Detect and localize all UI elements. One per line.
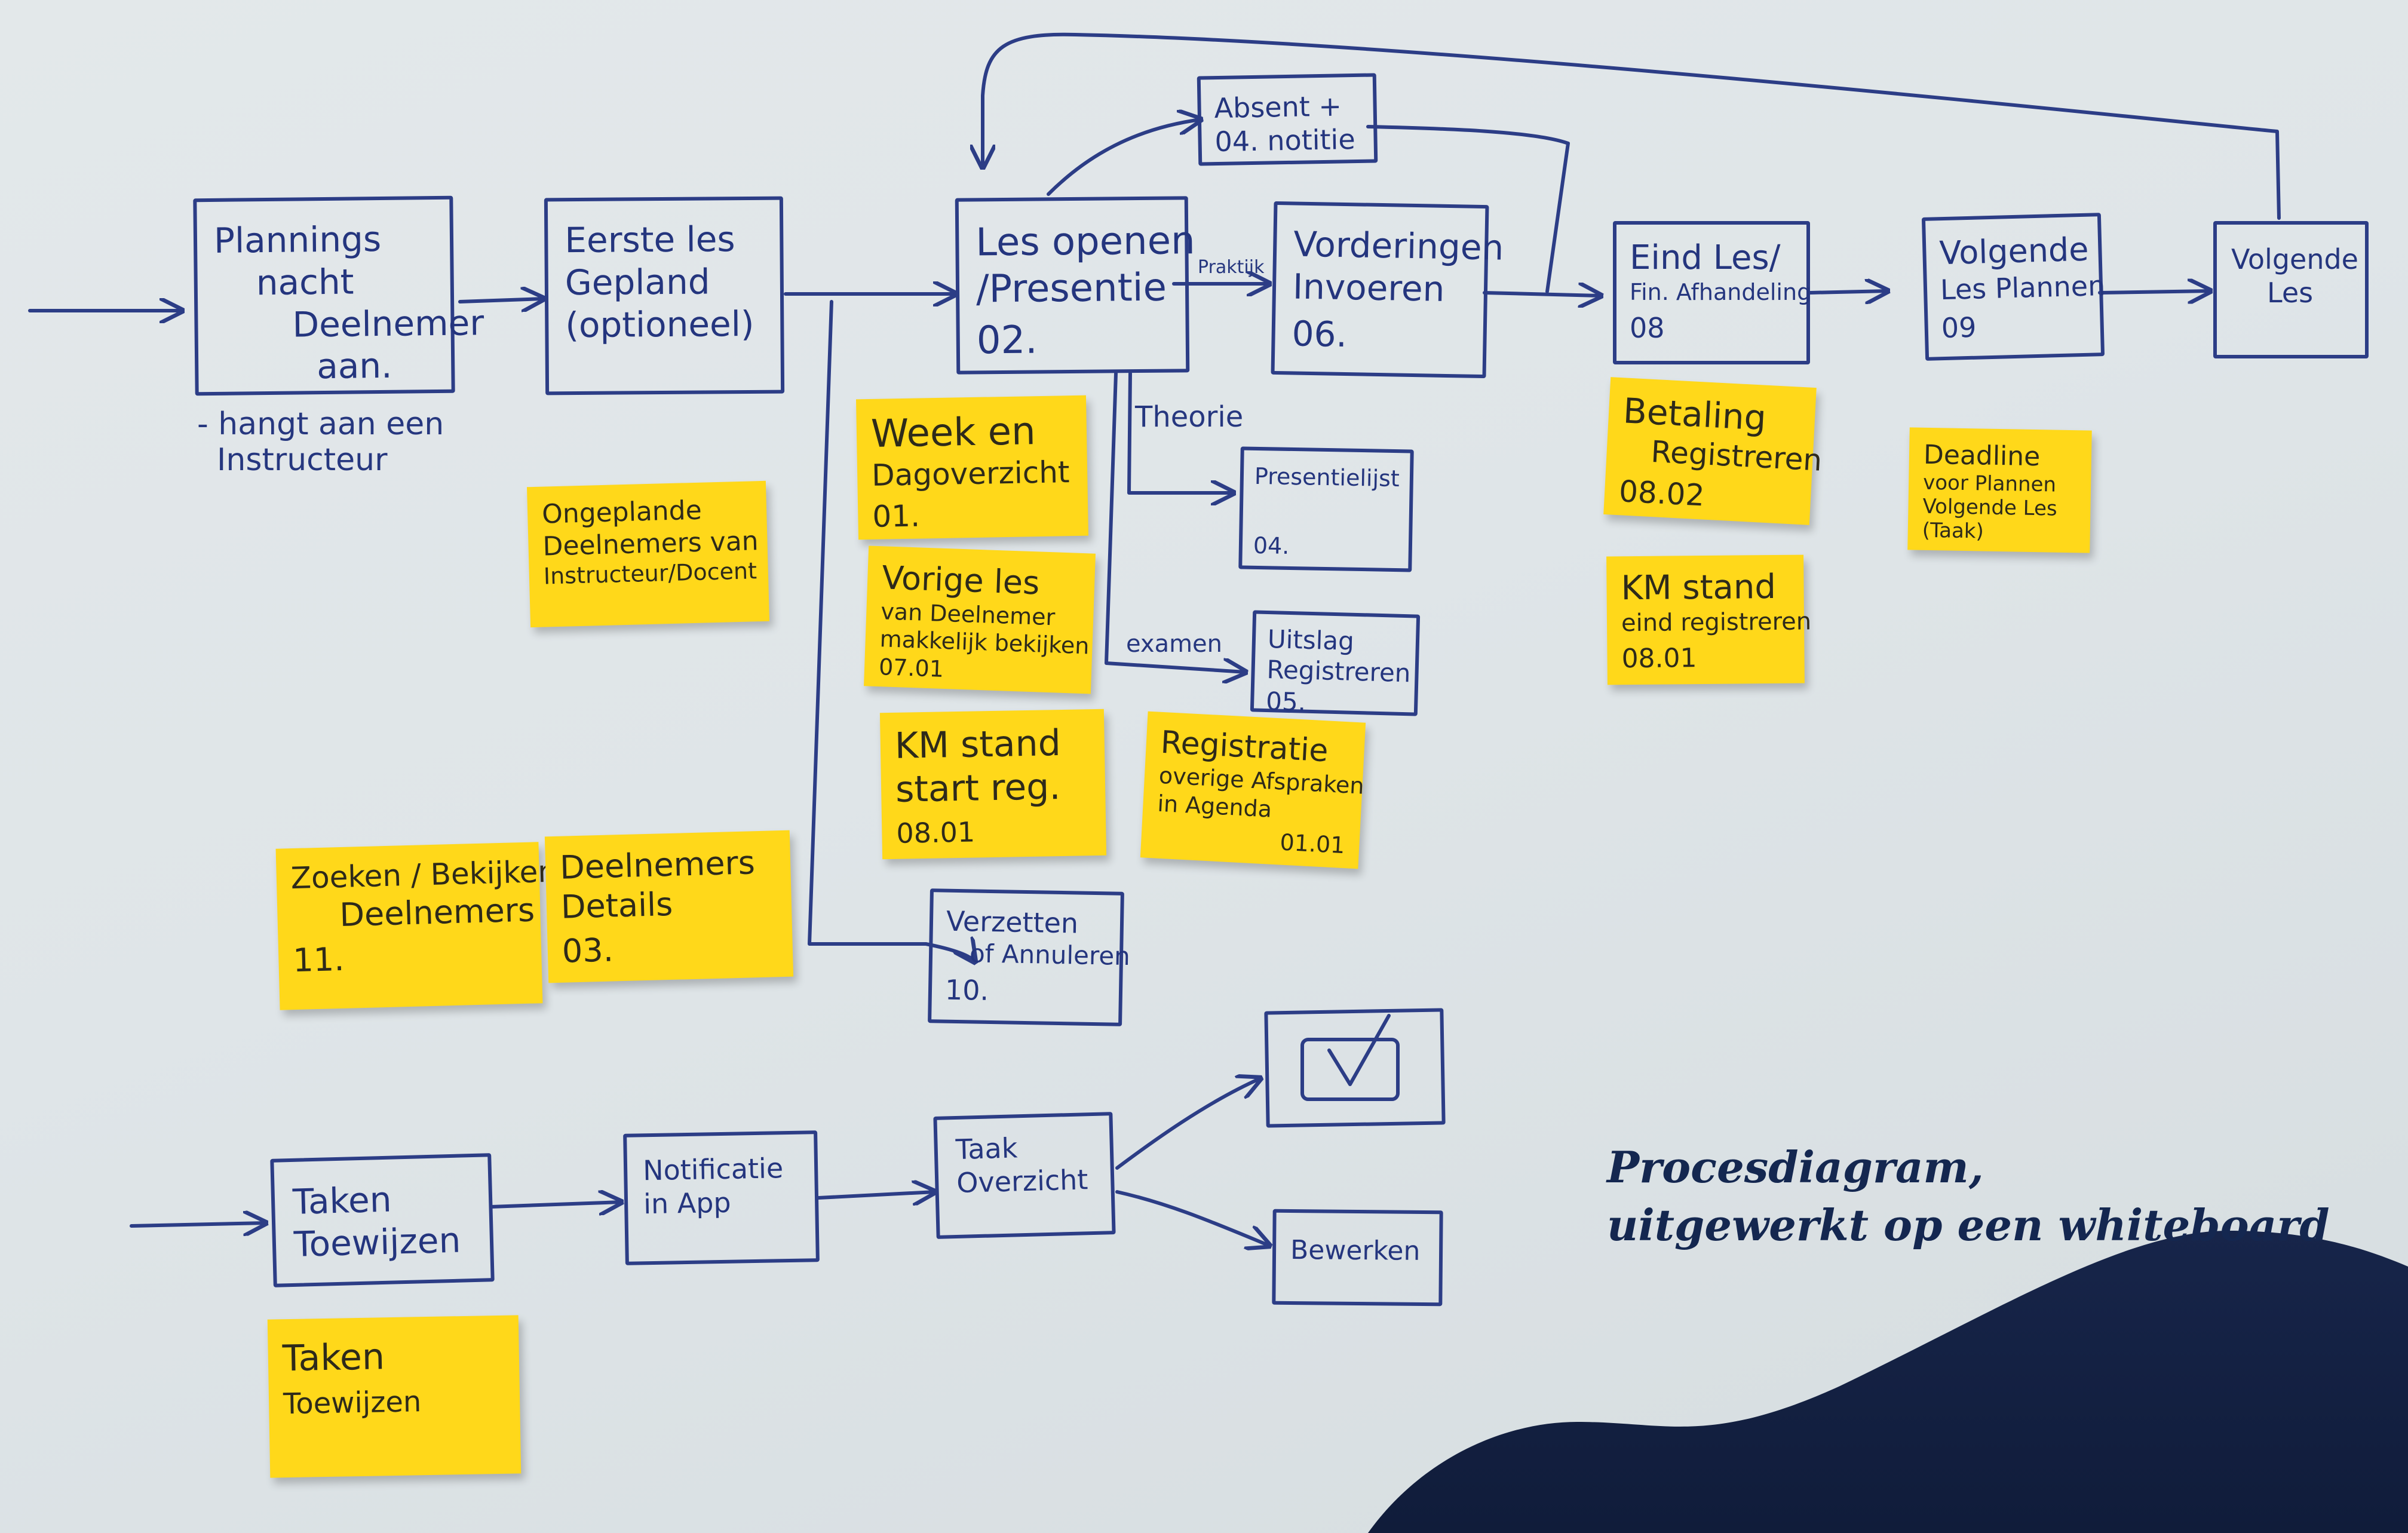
box-uitslag: Uitslag Registreren 05. — [1250, 610, 1421, 717]
label-praktijk: Praktijk — [1198, 257, 1265, 278]
box-verzetten: Verzetten of Annuleren 10. — [928, 888, 1130, 1026]
arrow-eindles-volgendeplannen — [1808, 291, 1888, 293]
checkbox-shape — [1300, 1038, 1400, 1101]
line-branch-examen — [1105, 372, 1246, 672]
checkmark — [1327, 1014, 1391, 1086]
box-presentielijst: Presentielijst 04. — [1238, 446, 1414, 572]
arrow-overzicht-done — [1115, 1078, 1260, 1170]
arrow-planning-eerste — [458, 299, 544, 302]
arrow-vorderingen-eindles — [1483, 293, 1601, 296]
line-absent-eindles — [1366, 125, 1570, 293]
brand-wave — [1368, 1231, 2408, 1533]
note-week-dagoverzicht: Week en Dagoverzicht 01. — [855, 395, 1089, 540]
note-zoeken-deelnemers: Zoeken / Bekijken Deelnemers 11. — [275, 842, 557, 1010]
label-theorie: Theorie — [1135, 400, 1244, 434]
note-km-stand-start: KM stand start reg. 08.01 — [879, 709, 1107, 860]
box-done-check — [1264, 1008, 1446, 1128]
note-taken-toewijzen: Taken Toewijzen — [267, 1315, 522, 1478]
box-eind-les: Eind Les/ Fin. Afhandeling 08 — [1613, 221, 1811, 364]
label-hangt-aan-instructeur: - hangt aan een Instructeur — [197, 406, 444, 478]
arrow-lesopenen-absent — [1047, 119, 1201, 196]
caption-line-2: uitgewerkt op een whiteboard — [1607, 1200, 2330, 1251]
box-notificatie: Notificatie in App — [623, 1130, 820, 1265]
box-taken-toewijzen: Taken Toewijzen — [270, 1153, 495, 1287]
note-km-stand-eind: KM stand eind registreren 08.01 — [1606, 554, 1811, 685]
box-les-openen: Les openen /Presentie 02. — [955, 196, 1195, 375]
note-ongeplande-deelnemers: Ongeplande Deelnemers van Instructeur/Do… — [526, 480, 770, 628]
line-vertical-left — [808, 300, 975, 962]
box-taak-overzicht: Taak Overzicht — [933, 1112, 1116, 1239]
caption: Procesdiagram, uitgewerkt op een whitebo… — [1607, 1138, 2330, 1254]
note-vorige-les: Vorige les van Deelnemer makkelijk bekij… — [864, 545, 1096, 694]
arrow-overzicht-bewerken — [1115, 1190, 1269, 1246]
note-deadline: Deadline voor Plannen Volgende Les (Taak… — [1907, 427, 2092, 553]
note-registratie: Registratie overige Afspraken in Agenda … — [1140, 711, 1366, 869]
arrow-plannen-volgendeles — [2098, 291, 2210, 293]
box-absent: Absent + 04. notitie — [1197, 73, 1378, 166]
note-deelnemers-details: Deelnemers Details 03. — [544, 830, 794, 983]
arrow-loop-back — [983, 32, 2281, 220]
note-betaling: Betaling Registreren 08.02 — [1603, 377, 1823, 525]
box-bewerken: Bewerken — [1272, 1209, 1443, 1307]
label-examen: examen — [1126, 630, 1223, 658]
arrow-notificatie-overzicht — [817, 1192, 935, 1198]
line-branch-theorie — [1127, 372, 1234, 493]
box-vorderingen: Vorderingen Invoeren 06. — [1271, 201, 1504, 379]
caption-line-1: Procesdiagram, — [1607, 1142, 1984, 1192]
box-eerste-les: Eerste les Gepland (optioneel) — [544, 196, 785, 395]
box-volgende-les-plannen: Volgende Les Plannen 09 — [1921, 213, 2106, 361]
box-planning: Plannings nacht Deelnemer aan. — [193, 195, 484, 396]
arrow-taken-notificatie — [489, 1202, 621, 1207]
box-volgende-les: Volgende Les — [2213, 221, 2369, 358]
arrow-task-entry — [130, 1223, 266, 1226]
